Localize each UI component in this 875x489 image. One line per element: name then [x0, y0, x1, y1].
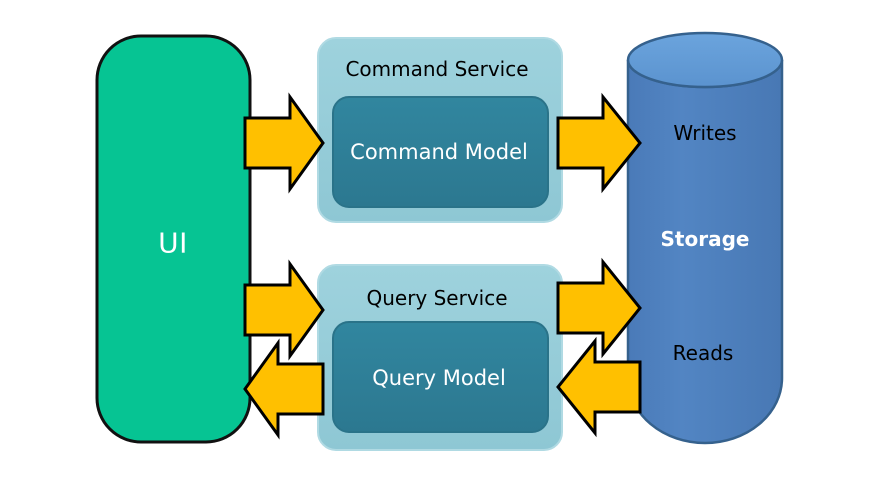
command-model-box[interactable] — [332, 96, 549, 208]
arrow-query-service-to-ui[interactable] — [243, 338, 325, 440]
storage-cylinder-body[interactable] — [626, 59, 784, 445]
arrow-ui-to-query-service[interactable] — [243, 259, 325, 361]
arrow-command-service-to-storage[interactable] — [556, 92, 642, 194]
ui-box[interactable] — [95, 34, 252, 444]
arrow-ui-to-command-service[interactable] — [243, 92, 325, 194]
arrow-query-service-to-storage[interactable] — [556, 257, 642, 359]
query-model-box[interactable] — [332, 321, 549, 433]
arrow-storage-to-query-service[interactable] — [556, 336, 642, 438]
storage-cylinder-top — [626, 31, 784, 89]
